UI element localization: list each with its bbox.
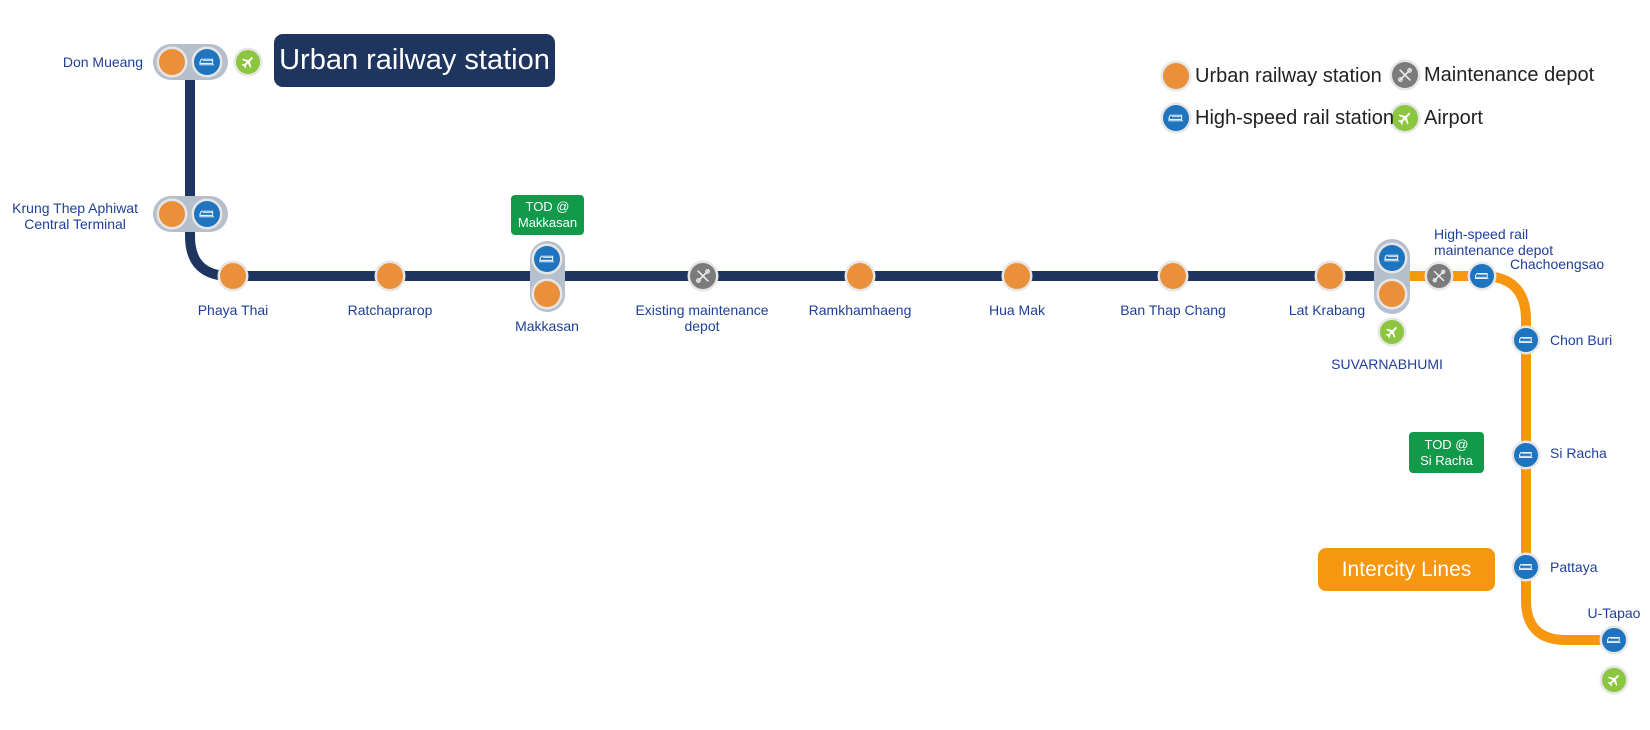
station-label-ban-thap-chang: Ban Thap Chang [1120, 302, 1226, 318]
urban-line [185, 62, 1392, 281]
station-label-hsr-depot-line1: High-speed rail [1434, 226, 1529, 242]
intercity-lines-title: Intercity Lines [1318, 548, 1495, 591]
station-label-lat-krabang: Lat Krabang [1288, 302, 1366, 318]
tod-makkasan-line1: TOD @ [525, 199, 570, 214]
suvarnabhumi-urban-icon [1376, 278, 1408, 310]
chon-buri-hsr-icon [1511, 325, 1541, 355]
tod-makkasan-line2: Makkasan [517, 215, 578, 230]
station-label-hua-mak: Hua Mak [988, 302, 1046, 318]
tod-si-racha-line2: Si Racha [1420, 452, 1473, 468]
station-label-ramkhamhaeng: Ramkhamhaeng [808, 302, 912, 318]
ban-thap-chang-urban-icon [1157, 260, 1189, 292]
station-label-u-tapao: U-Tapao [1587, 605, 1641, 621]
ratchaprarop-urban-icon [374, 260, 406, 292]
station-label-si-racha: Si Racha [1550, 445, 1607, 461]
tod-makkasan-badge: TOD @ Makkasan [511, 195, 584, 235]
legend-airport-icon [1389, 102, 1421, 134]
station-label-chon-buri: Chon Buri [1550, 332, 1613, 348]
chachoengsao-hsr-icon [1467, 261, 1497, 291]
u-tapao-hsr-icon [1599, 625, 1629, 655]
legend-label-hsr: High-speed rail station [1195, 107, 1394, 129]
hsr-depot-icon [1424, 261, 1454, 291]
station-label-hsr-depot-line2: maintenance depot [1434, 242, 1554, 258]
krung-thep-urban-icon [156, 198, 188, 230]
pattaya-hsr-icon [1511, 552, 1541, 582]
makkasan-hsr-icon [531, 243, 563, 275]
station-label-krung-thep: Krung Thep Aphiwat Central Terminal [12, 200, 138, 232]
u-tapao-airport-icon [1599, 665, 1629, 695]
station-label-phaya-thai: Phaya Thai [197, 302, 269, 318]
suvarnabhumi-hsr-icon [1376, 242, 1408, 274]
station-label-pattaya: Pattaya [1550, 559, 1598, 575]
legend-urban-station-icon [1160, 60, 1192, 92]
tod-si-racha-line1: TOD @ [1424, 436, 1469, 452]
don-mueang-hsr-icon [191, 46, 223, 78]
legend-label-urban: Urban railway station [1195, 65, 1382, 87]
phaya-thai-urban-icon [217, 260, 249, 292]
legend-label-depot: Maintenance depot [1424, 64, 1595, 86]
tod-si-racha-badge: TOD @ Si Racha [1409, 432, 1484, 473]
don-mueang-airport-icon [233, 47, 263, 77]
station-label-existing-depot-line1: Existing maintenance [635, 302, 769, 318]
si-racha-hsr-icon [1511, 440, 1541, 470]
hua-mak-urban-icon [1001, 260, 1033, 292]
station-label-chachoengsao: Chachoengsao [1510, 256, 1605, 272]
station-label-makkasan: Makkasan [515, 318, 579, 334]
ramkhamhaeng-urban-icon [844, 260, 876, 292]
legend-label-airport: Airport [1424, 107, 1483, 129]
makkasan-urban-icon [531, 278, 563, 310]
urban-railway-title: Urban railway station [274, 34, 555, 87]
krung-thep-hsr-icon [191, 198, 223, 230]
existing-depot-icon [687, 260, 719, 292]
station-label-ratchaprarop: Ratchaprarop [347, 302, 433, 318]
don-mueang-urban-icon [156, 46, 188, 78]
station-label-don-mueang: Don Mueang [62, 54, 143, 70]
station-label-existing-depot-line2: depot [684, 318, 720, 334]
station-label-suvarnabhumi: SUVARNABHUMI [1331, 356, 1443, 372]
station-label-existing-depot: Existing maintenance depot [635, 302, 768, 334]
station-label-krung-thep-line2: Central Terminal [24, 216, 126, 232]
suvarnabhumi-airport-icon [1377, 317, 1407, 347]
station-label-hsr-depot: High-speed rail maintenance depot [1434, 226, 1553, 258]
legend-maintenance-depot-icon [1389, 59, 1421, 91]
lat-krabang-urban-icon [1314, 260, 1346, 292]
station-label-krung-thep-line1: Krung Thep Aphiwat [12, 200, 138, 216]
legend-high-speed-rail-station-icon [1160, 102, 1192, 134]
